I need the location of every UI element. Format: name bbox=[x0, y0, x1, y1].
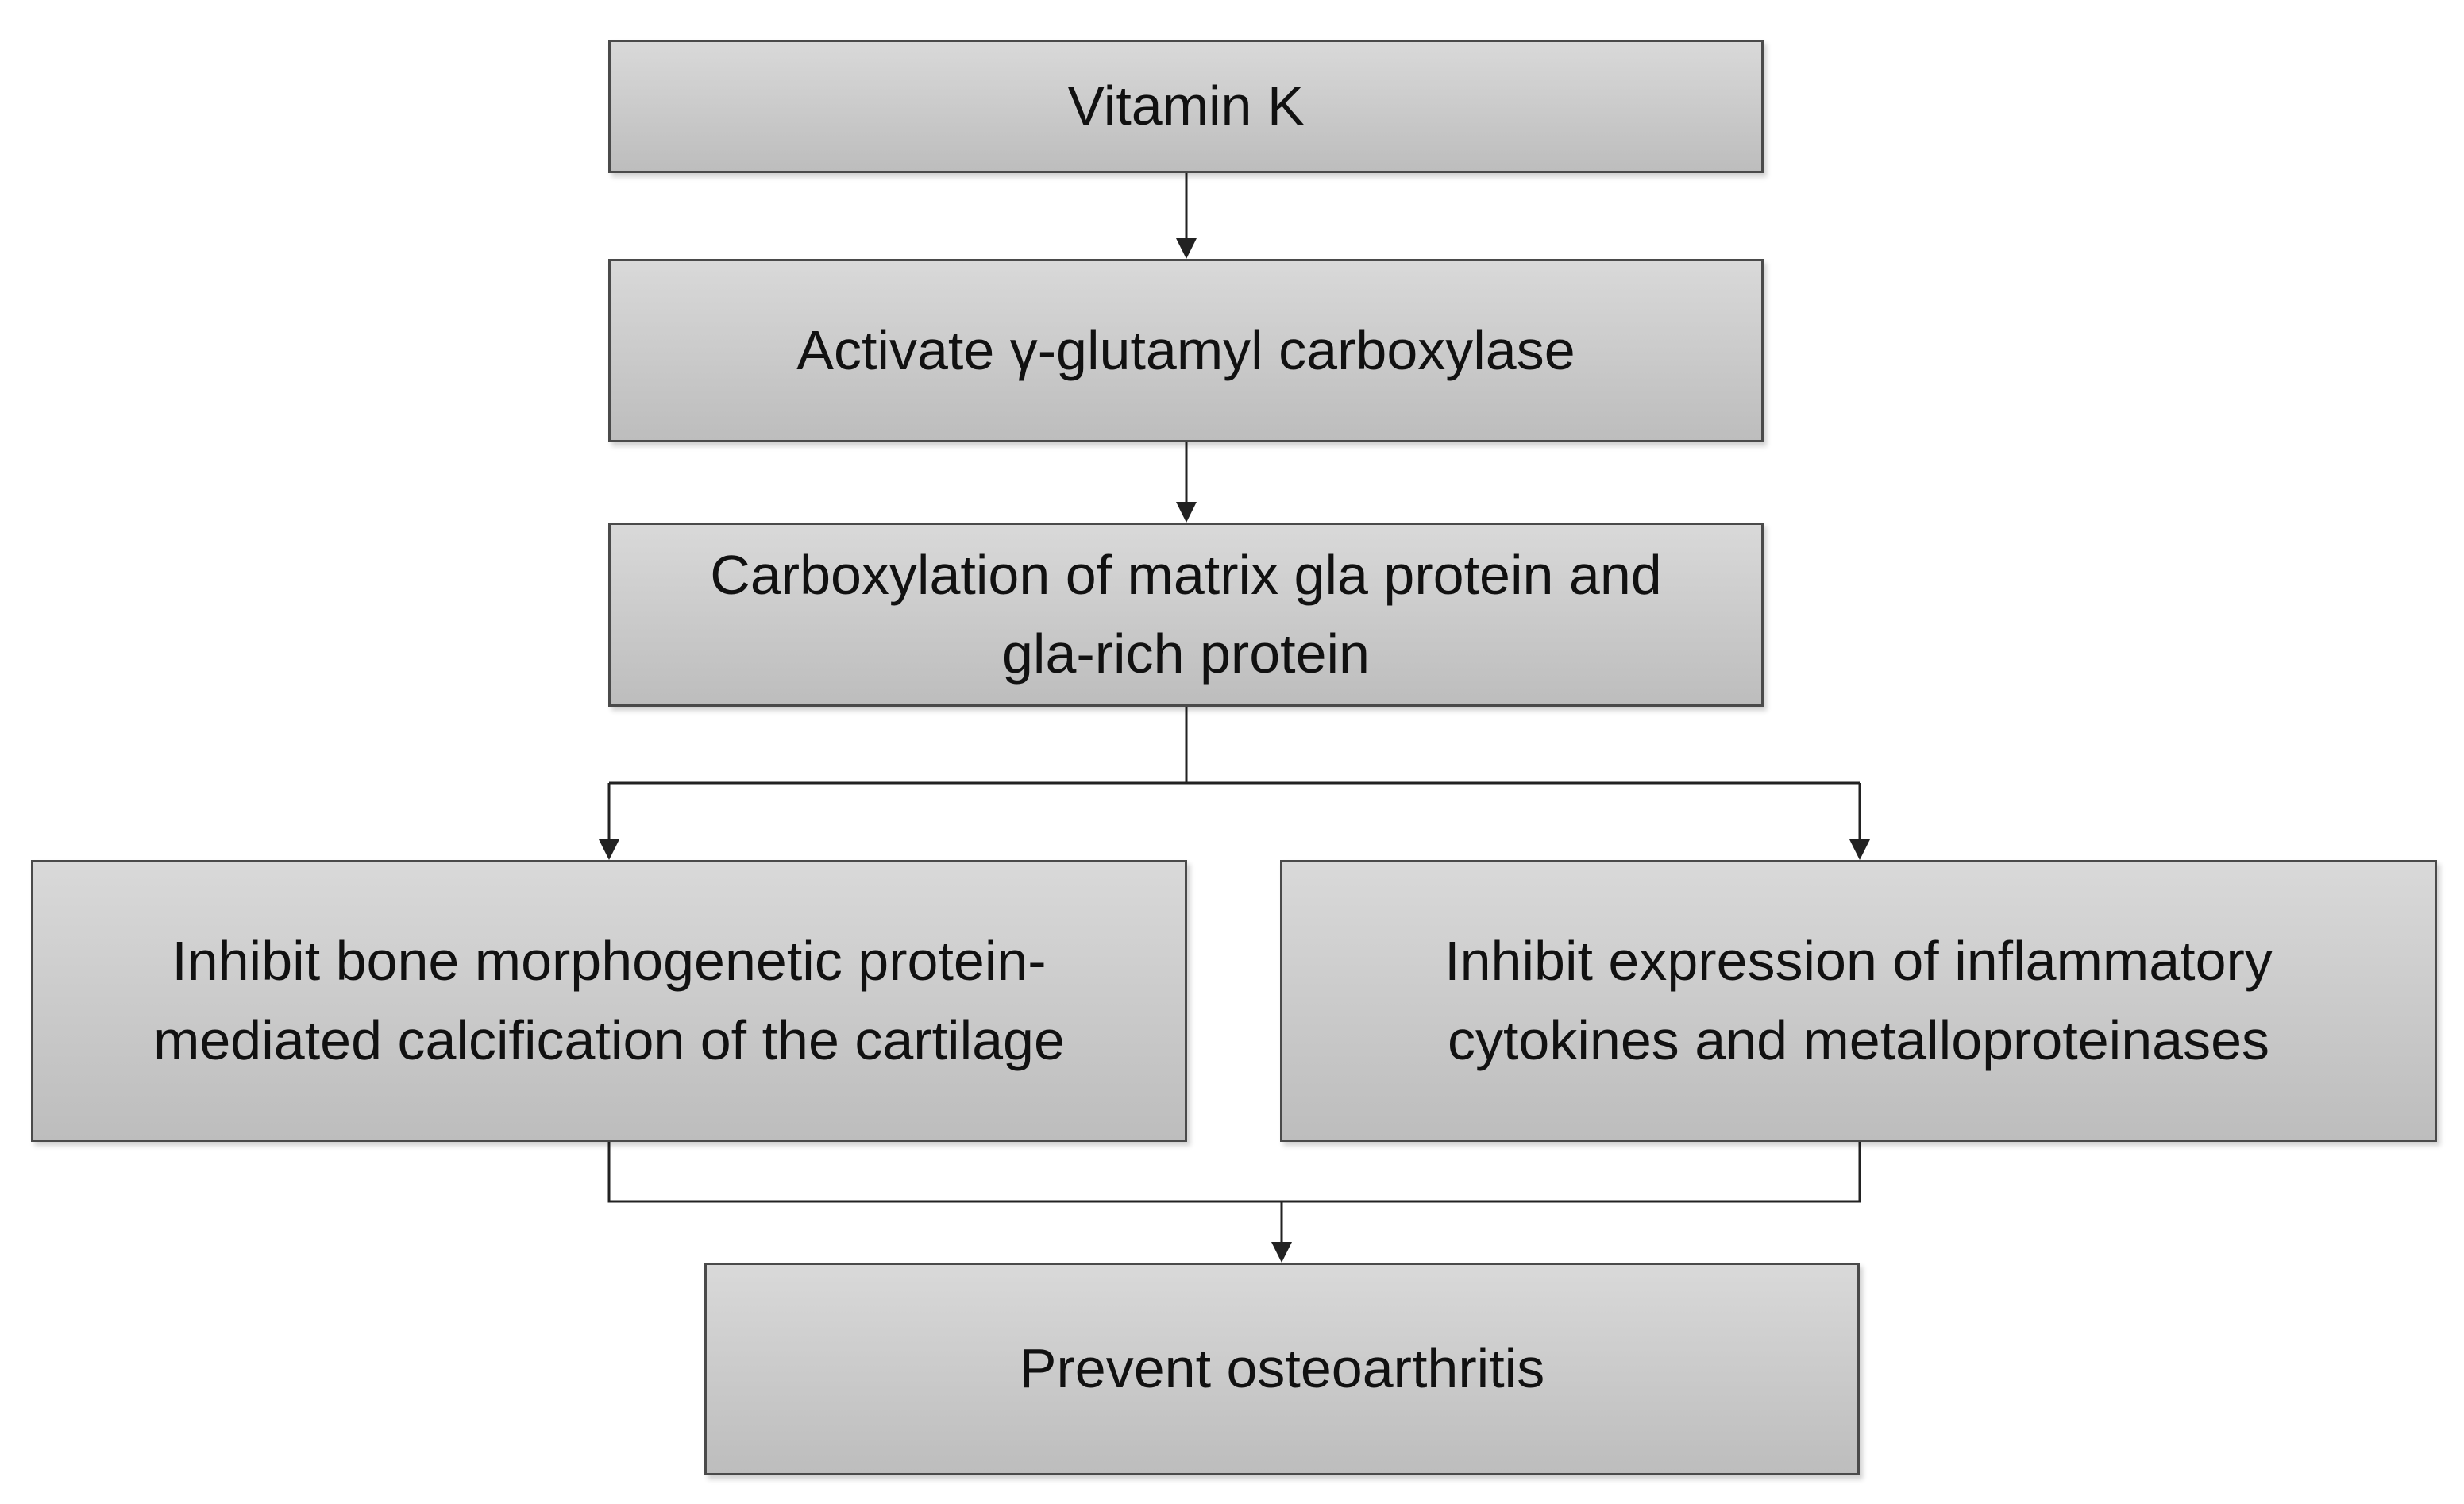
node-prevent-osteoarthritis: Prevent osteoarthritis bbox=[704, 1263, 1860, 1475]
node-label-inhibit-calcification: Inhibit bone morphogenetic protein- medi… bbox=[153, 930, 1065, 1071]
arrowhead-activate-carboxylase bbox=[1176, 238, 1197, 259]
node-inhibit-expression: Inhibit expression of inflammatory cytok… bbox=[1280, 860, 2437, 1142]
node-label-activate-carboxylase: Activate γ-glutamyl carboxylase bbox=[796, 318, 1575, 381]
arrowhead-carboxylation bbox=[1176, 502, 1197, 523]
node-inhibit-calcification: Inhibit bone morphogenetic protein- medi… bbox=[31, 860, 1187, 1142]
node-label-prevent-osteoarthritis: Prevent osteoarthritis bbox=[1019, 1337, 1545, 1400]
node-label-carboxylation: Carboxylation of matrix gla protein and … bbox=[710, 543, 1662, 685]
node-activate-carboxylase: Activate γ-glutamyl carboxylase bbox=[608, 259, 1764, 442]
node-vitamin-k: Vitamin K bbox=[608, 40, 1764, 173]
node-label-inhibit-expression: Inhibit expression of inflammatory cytok… bbox=[1444, 930, 2273, 1071]
node-carboxylation: Carboxylation of matrix gla protein and … bbox=[608, 523, 1764, 707]
arrowhead-inhibit-expression bbox=[1849, 839, 1870, 860]
connector-merge-to-prevent-oa bbox=[607, 1142, 1861, 1203]
node-label-vitamin-k: Vitamin K bbox=[1067, 75, 1305, 137]
connector-carboxylation-split bbox=[609, 707, 1860, 785]
arrowhead-prevent-oa bbox=[1271, 1242, 1292, 1263]
arrowhead-inhibit-calcification bbox=[599, 839, 619, 860]
